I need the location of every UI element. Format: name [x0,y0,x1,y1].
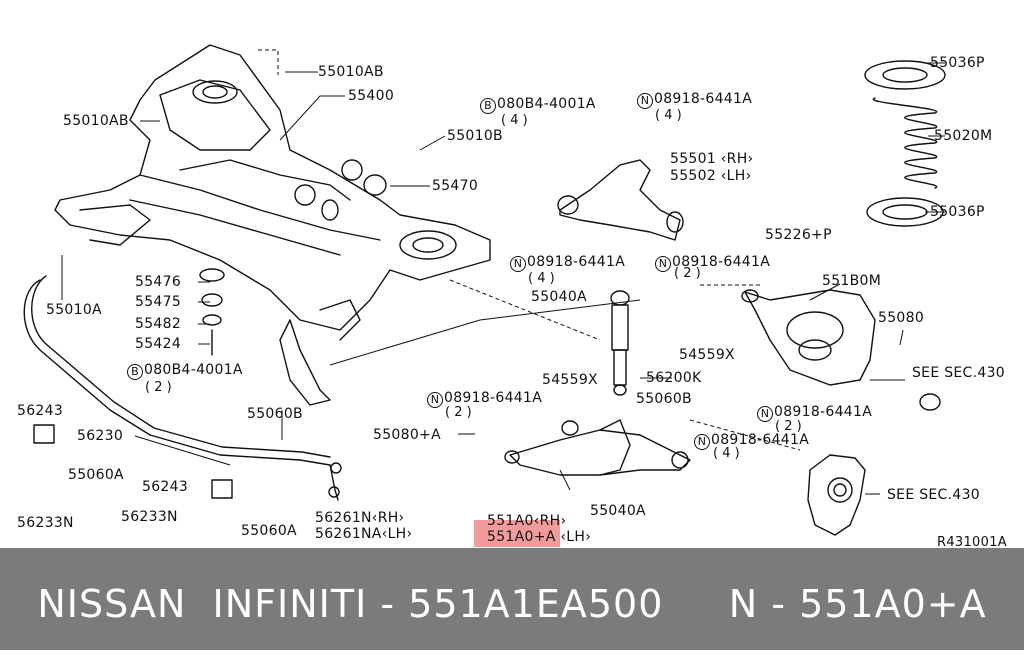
label-56261na: 56261NA‹LH› [315,526,413,542]
label-551a0a: 551A0+A ‹LH› [487,529,592,545]
qty-nut-08918-mid2: ( 2 ) [674,266,701,281]
label-see-sec-430-top: SEE SEC.430 [912,365,1006,381]
circle-n-icon: N [427,392,443,408]
label-55010ab-left: 55010AB [63,113,129,129]
highlight-551a0a [474,520,560,547]
label-55036p-top: 55036P [930,55,985,71]
label-551b0m: 551B0M [822,273,882,289]
label-55010a: 55010A [46,302,102,318]
label-text: 080B4-4001A [497,96,596,112]
label-55501: 55501 ‹RH› [670,151,754,167]
qty-nut-08918-low3: ( 4 ) [713,446,740,461]
label-text: 080B4-4001A [144,362,243,378]
qty-nut-08918-top: ( 4 ) [655,108,682,123]
label-56233n-mid: 56233N [121,509,178,525]
label-55424: 55424 [135,336,182,352]
label-55060a-bottom: 55060A [241,523,297,539]
label-55020m: 55020M [934,128,993,144]
label-55040a-top: 55040A [531,289,587,305]
parts-diagram: 55010AB 55400 55010AB 55010B 55470 55010… [17,44,1007,550]
diagram-reference-code: R431001A [937,535,1007,550]
label-55010b: 55010B [447,128,503,144]
label-text: 08918-6441A [527,254,626,270]
qty-nut-08918-mid1: ( 4 ) [528,271,555,286]
label-55060a-top: 55060A [68,467,124,483]
label-text: 08918-6441A [444,390,543,406]
circle-n-icon: N [694,434,710,450]
label-text: 08918-6441A [711,432,810,448]
label-55060b-right: 55060B [636,391,692,407]
label-56261n: 56261N‹RH› [315,510,405,526]
label-56243-top: 56243 [17,403,64,419]
circle-n-icon: N [655,256,671,272]
label-55010ab-top: 55010AB [318,64,384,80]
label-see-sec-430-bottom: SEE SEC.430 [887,487,981,503]
label-56200k: 56200K [646,370,702,386]
footer-banner: NISSAN INFINITI - 551A1EA500 N - 551A0+A [0,548,1024,650]
label-55475: 55475 [135,294,182,310]
label-56233n-left: 56233N [17,515,74,531]
label-text: 08918-6441A [654,91,753,107]
label-551a0: 551A0‹RH› [487,513,567,529]
label-55502: 55502 ‹LH› [670,168,752,184]
label-55036p-bottom: 55036P [930,204,985,220]
label-55080a: 55080+A [373,427,441,443]
circle-n-icon: N [757,406,773,422]
qty-bolt-080b4-left: ( 2 ) [145,380,172,395]
circle-b-icon: B [127,364,143,380]
label-text: 08918-6441A [672,254,771,270]
circle-b-icon: B [480,98,496,114]
label-55482: 55482 [135,316,182,332]
label-55040a-bottom: 55040A [590,503,646,519]
qty-nut-08918-low2: ( 2 ) [775,419,802,434]
qty-nut-08918-low1: ( 2 ) [445,405,472,420]
label-56243-mid: 56243 [142,479,189,495]
label-55080: 55080 [878,310,925,326]
circle-n-icon: N [510,256,526,272]
label-54559x-right: 54559X [679,347,735,363]
qty-bolt-080b4-top: ( 4 ) [501,113,528,128]
suspension-drawing [23,44,946,536]
label-55060b-left: 55060B [247,406,303,422]
label-55226p: 55226+P [765,227,832,243]
label-55470: 55470 [432,178,479,194]
label-55400: 55400 [348,88,395,104]
circle-n-icon: N [637,93,653,109]
label-55476: 55476 [135,274,182,290]
part-number-caption: NISSAN INFINITI - 551A1EA500 N - 551A0+A [37,582,987,626]
label-56230: 56230 [77,428,124,444]
label-54559x-left: 54559X [542,372,598,388]
label-text: 08918-6441A [774,404,873,420]
